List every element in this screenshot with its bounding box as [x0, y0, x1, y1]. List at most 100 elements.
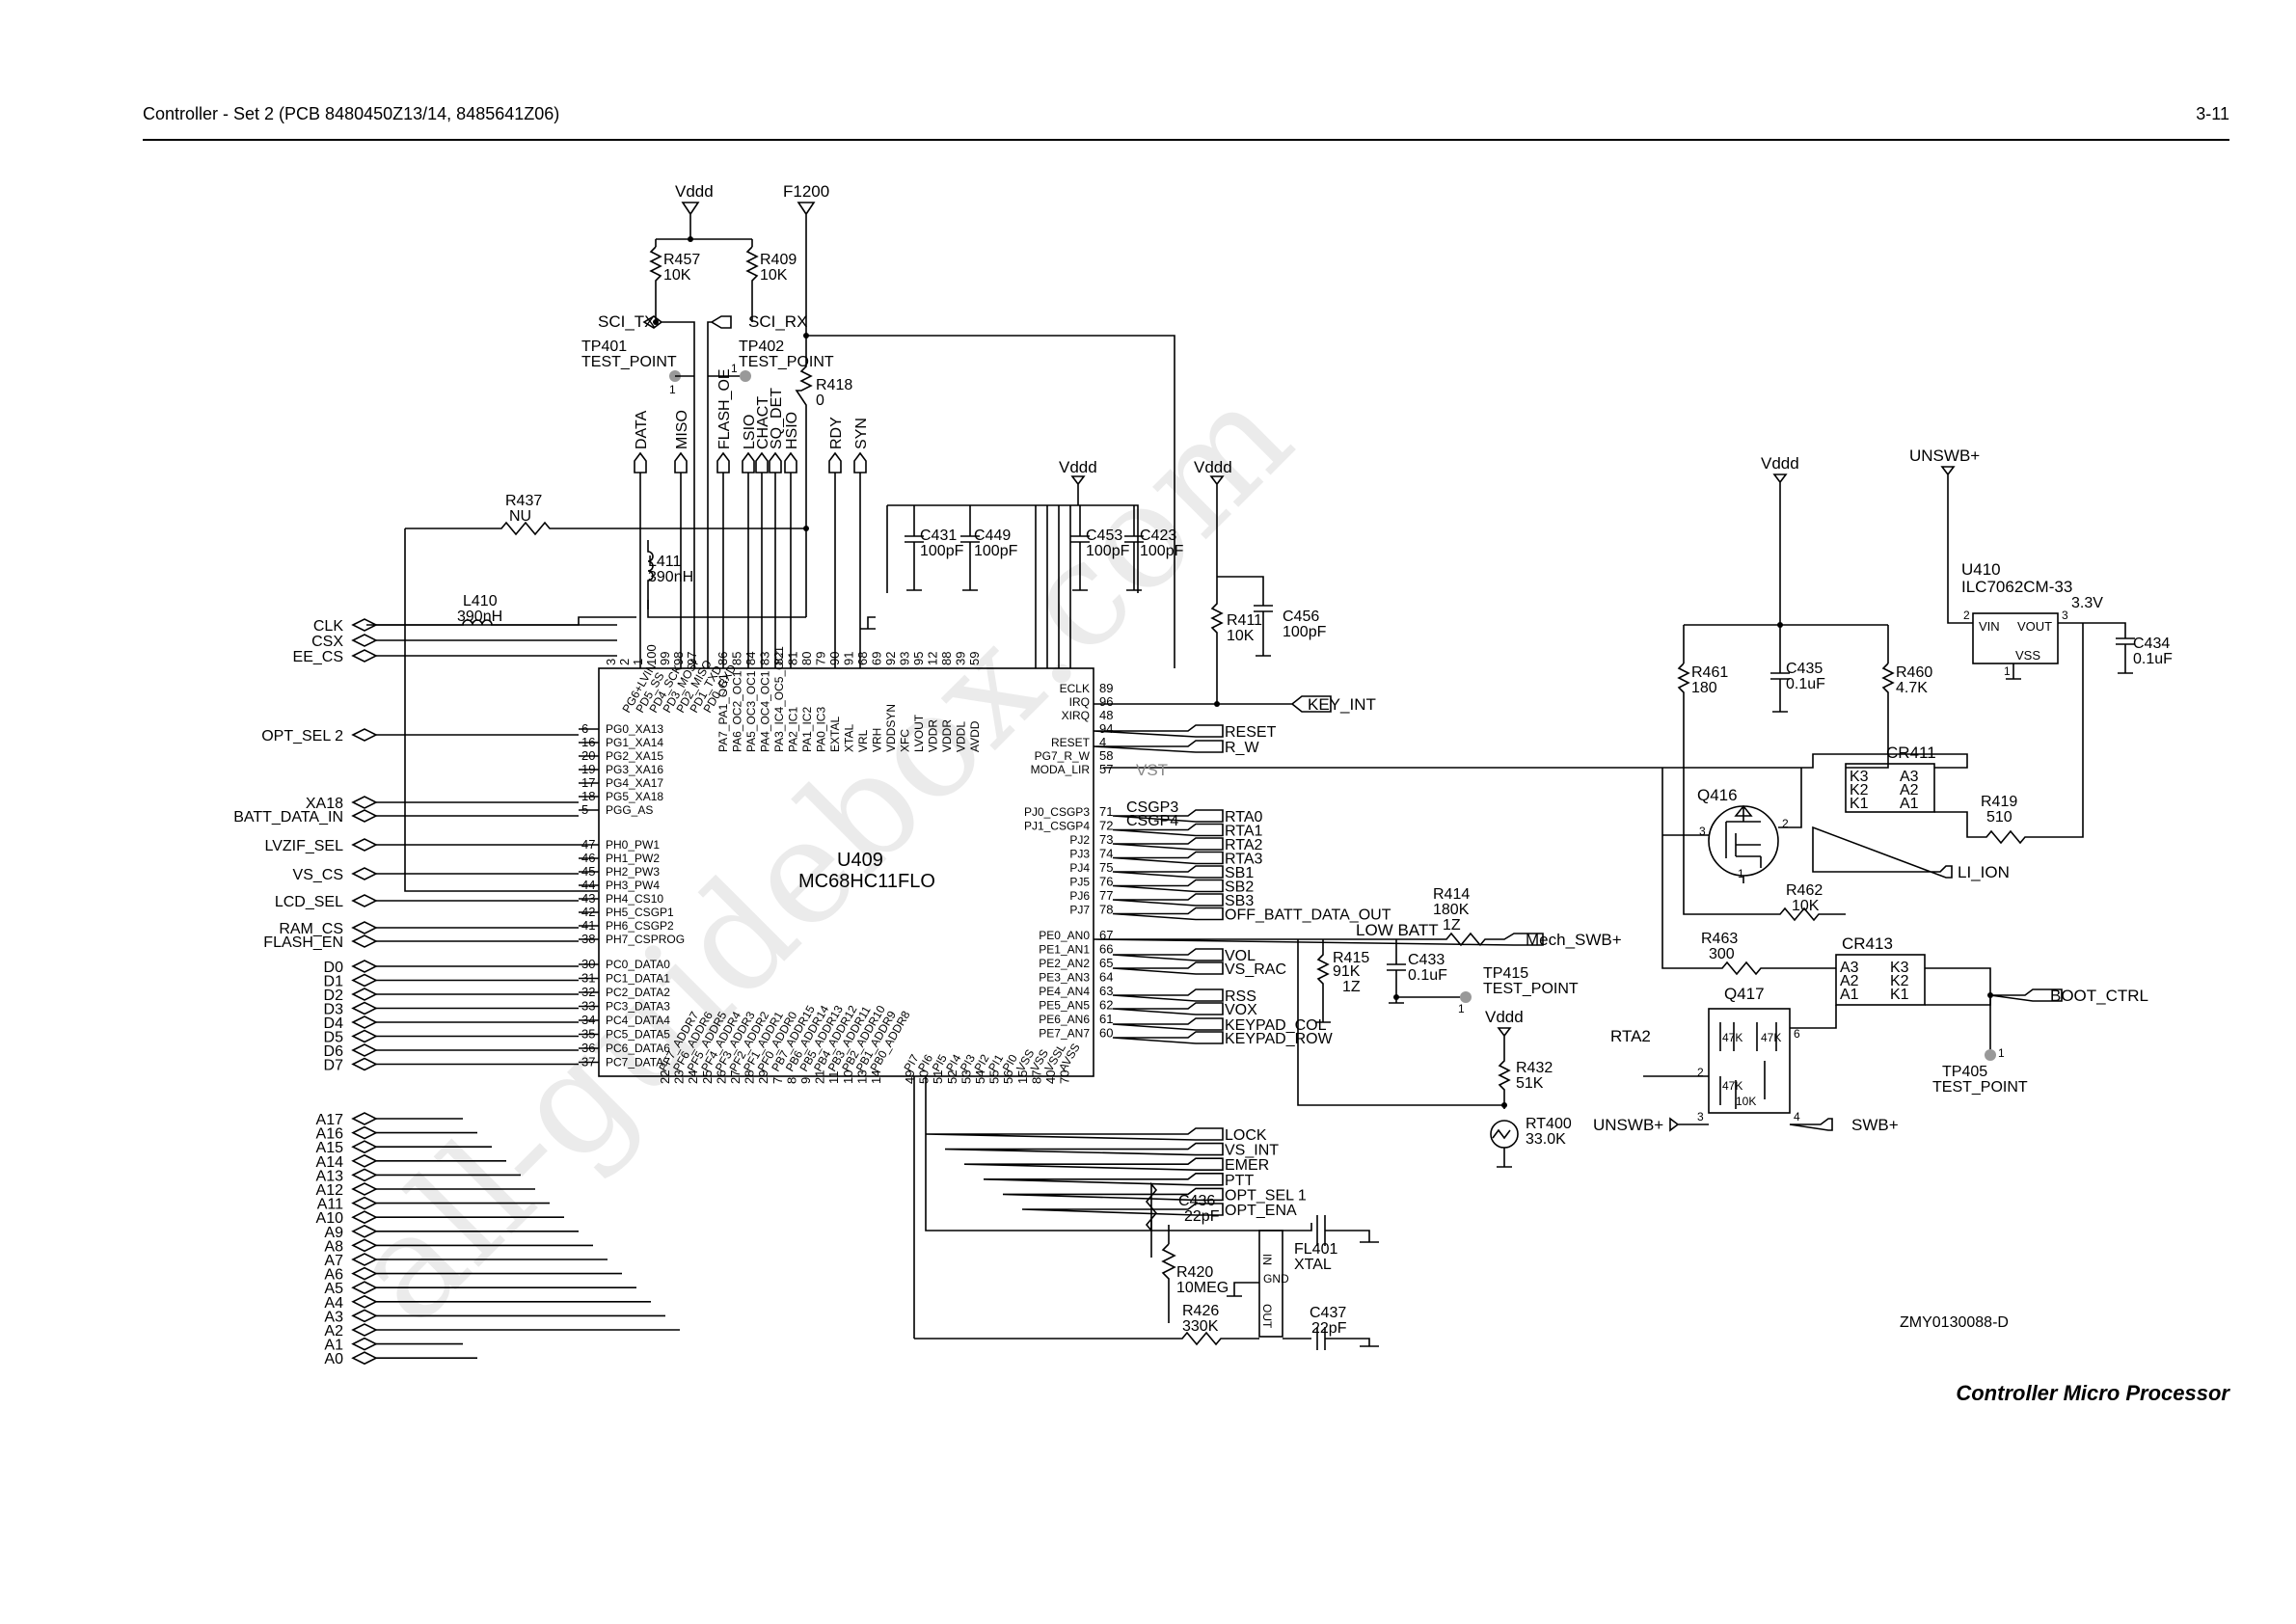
r463-ref: R463 — [1701, 931, 1738, 947]
j-net-wire — [1112, 893, 1224, 907]
fl401-gnd: GND — [1263, 1272, 1289, 1286]
h-net-label: VS_CS — [293, 867, 343, 883]
svg-text:1: 1 — [2004, 664, 2011, 678]
bottom-pin-num: 24 — [686, 1070, 700, 1084]
cr411-pin: A2 — [1900, 782, 1919, 798]
data-net-flag — [351, 988, 378, 1001]
g-pin-name: PG1_XA14 — [606, 736, 663, 749]
e-pin-name: PE2_AN2 — [1039, 957, 1090, 970]
i-net-label: OPT_SEL 1 — [1225, 1187, 1307, 1204]
drawing-id: ZMY0130088-D — [1900, 1314, 2009, 1331]
addr-net-label: A7 — [324, 1253, 343, 1269]
top-pin-name: PA6_OC2_OC1 — [731, 670, 744, 752]
vddd-label-1: Vddd — [675, 182, 714, 201]
h-net-flag — [351, 921, 378, 934]
e-pin-num: 66 — [1099, 942, 1113, 957]
tp415-ref: TP415 — [1483, 965, 1528, 982]
cr413-pin: A1 — [1840, 987, 1859, 1003]
addr-net-flag — [351, 1153, 378, 1168]
j-net-wire — [1112, 837, 1224, 851]
rt-pin-name: IRQ — [1069, 695, 1090, 709]
e-pin-num: 65 — [1099, 956, 1113, 970]
tp405-part: TEST_POINT — [1932, 1079, 2028, 1096]
h-pin-name: PH2_PW3 — [606, 865, 660, 879]
bottom-pin-num: 51 — [931, 1070, 945, 1084]
r418-value: 0 — [816, 392, 824, 409]
top-pin-num: 39 — [954, 652, 968, 665]
i-net-label: PTT — [1225, 1173, 1254, 1189]
data-net-label: D2 — [324, 988, 344, 1004]
rt-pin-name: MODA_LIR — [1031, 763, 1091, 776]
sci-tx-label: SCI_TX — [598, 312, 656, 331]
signal-flag-line — [634, 451, 647, 668]
cr411-pin: A1 — [1900, 796, 1919, 812]
top-pin-num: 84 — [743, 652, 758, 665]
signal-flag-miso: MISO — [674, 410, 690, 449]
rt-pin-num: 96 — [1099, 694, 1113, 709]
cr411-pin: K2 — [1850, 782, 1869, 798]
top-pin-num: 68 — [855, 652, 870, 665]
h-net-label: RAM_CS — [279, 921, 343, 937]
clk-net-label: CSX — [311, 634, 343, 650]
g-pin-name: PG2_XA15 — [606, 749, 663, 763]
mech-swb-label: Mech_SWB+ — [1526, 931, 1622, 949]
j-net-label: RTA1 — [1225, 824, 1263, 840]
top-pin-num: 80 — [799, 652, 814, 665]
d-pin-num: 3 — [604, 659, 618, 665]
top-pin-num: 79 — [814, 652, 828, 665]
addr-net-label: A1 — [324, 1338, 343, 1354]
c433-value: 0.1uF — [1408, 967, 1447, 984]
c-pin-name: PC5_DATA5 — [606, 1028, 670, 1042]
top-pin-name: VRH — [871, 728, 884, 752]
bottom-pin-num: 15 — [1015, 1070, 1030, 1084]
c453-value: 100pF — [1086, 543, 1130, 559]
cr411-pin: K3 — [1850, 769, 1869, 785]
swb-label: SWB+ — [1851, 1116, 1899, 1134]
addr-net-flag — [351, 1323, 378, 1337]
top-pin-num: 81 — [786, 652, 800, 665]
opt-sel2-net-label: OPT_SEL 2 — [261, 728, 343, 744]
bottom-pin-num: 27 — [728, 1070, 743, 1084]
e-pin-name: PE6_AN6 — [1039, 1013, 1090, 1026]
rt-pin-name: PG7_R_W — [1035, 749, 1091, 763]
c-pin-name: PC6_DATA6 — [606, 1042, 670, 1055]
boot-ctrl-label: BOOT_CTRL — [2050, 987, 2148, 1005]
h-net-flag — [351, 838, 378, 852]
data-net-flag — [351, 1043, 378, 1057]
g-pin-name: PG3_XA16 — [606, 763, 663, 776]
d-pin-num: 100 — [644, 644, 659, 665]
c436-ref: C436 — [1178, 1193, 1215, 1209]
g-pin-name: PGG_AS — [606, 803, 653, 817]
c437-value: 22pF — [1311, 1320, 1347, 1337]
j-net-label: SB2 — [1225, 880, 1254, 896]
addr-net-flag — [351, 1112, 378, 1125]
data-net-flag — [351, 973, 378, 988]
bottom-pin-num: 7 — [770, 1077, 785, 1084]
j-pin-name: PJ5 — [1069, 876, 1090, 889]
top-pin-name: AVDD — [968, 720, 982, 752]
addr-net-flag — [351, 1140, 378, 1154]
r461-value: 180 — [1691, 680, 1717, 696]
unswb-label-1: UNSWB+ — [1909, 447, 1980, 465]
bottom-pin-num: 22 — [658, 1070, 672, 1084]
r409-value: 10K — [760, 267, 788, 284]
j-pin-num: 75 — [1099, 860, 1113, 875]
u410-vss: VSS — [2015, 648, 2040, 663]
bottom-pin-num: 25 — [700, 1070, 715, 1084]
r411-value: 10K — [1227, 628, 1255, 644]
c-pin-name: PC2_DATA2 — [606, 986, 670, 999]
power-section: Vddd R461 180 C435 0.1uF R460 4.7K UNSWB… — [1103, 447, 2173, 1134]
opt-sel2-net-flag — [351, 728, 378, 742]
rt-pin-num: 94 — [1099, 721, 1113, 736]
top-pin-num: 88 — [939, 652, 954, 665]
j-net-wire — [1112, 823, 1224, 837]
r414-ref: R414 — [1433, 886, 1470, 903]
e-pin-name: PE4_AN4 — [1039, 985, 1090, 998]
low-batt-label: LOW BATT — [1356, 921, 1439, 939]
top-pin-name: PA2_IC1 — [787, 707, 800, 752]
c-pin-name: PC3_DATA3 — [606, 1000, 670, 1014]
tp415-pin: 1 — [1458, 1002, 1465, 1015]
g-pin-name: PG0_XA13 — [606, 722, 663, 736]
svg-text:6: 6 — [1794, 1027, 1800, 1041]
mcu-ref: U409 — [837, 850, 883, 871]
